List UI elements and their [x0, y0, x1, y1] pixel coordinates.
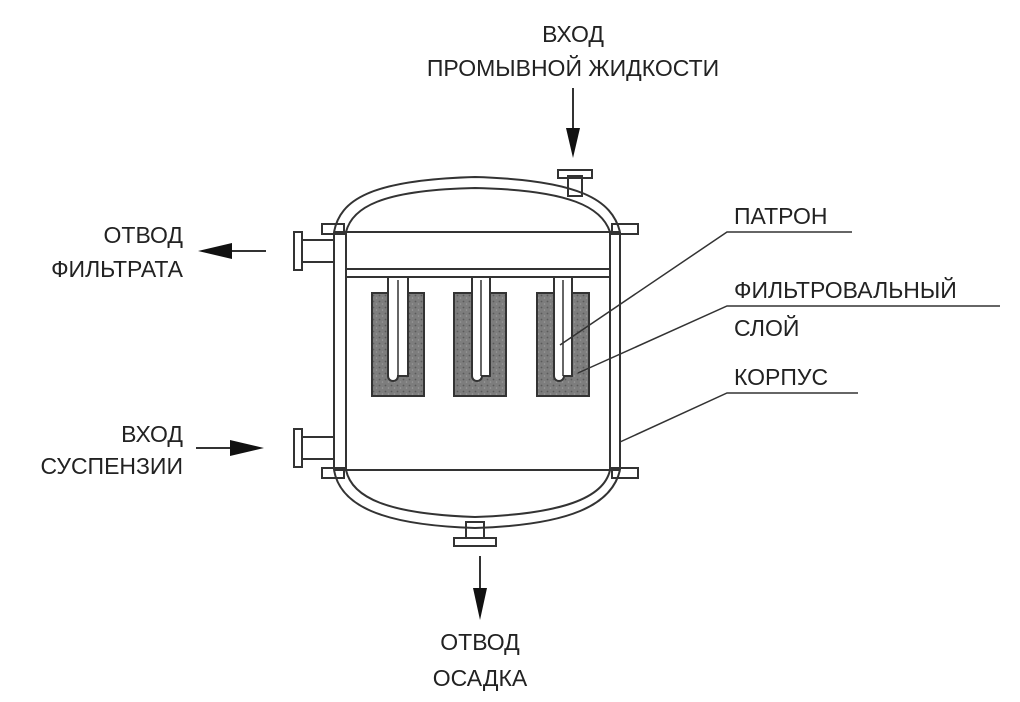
flow-arrows: [196, 88, 580, 620]
wash-inlet-label-line1: ВХОД: [542, 21, 604, 47]
arrow-wash-inlet: [566, 88, 580, 158]
filter-layer-label-line1: ФИЛЬТРОВАЛЬНЫЙ: [734, 276, 957, 303]
labels: ВХОД ПРОМЫВНОЙ ЖИДКОСТИ ОТВОД ФИЛЬТРАТА …: [40, 21, 956, 691]
cartridges: [387, 276, 573, 382]
arrow-suspension-inlet: [196, 440, 264, 456]
vessel-housing: [321, 175, 639, 530]
suspension-inlet-label-line2: СУСПЕНЗИИ: [40, 453, 183, 479]
wash-inlet-label-line2: ПРОМЫВНОЙ ЖИДКОСТИ: [427, 54, 719, 81]
filtrate-outlet-label-line2: ФИЛЬТРАТА: [51, 256, 184, 282]
arrow-sediment-outlet: [473, 556, 487, 620]
tube-sheet: [345, 268, 611, 278]
sediment-outlet-label-line1: ОТВОД: [440, 629, 520, 655]
top-nozzle: [557, 169, 593, 197]
filter-layer-label-line2: СЛОЙ: [734, 314, 799, 341]
suspension-inlet-label-line1: ВХОД: [121, 421, 183, 447]
cartridge-label: ПАТРОН: [734, 203, 827, 229]
leader-lines: [559, 231, 1000, 443]
bottom-nozzle: [453, 521, 497, 547]
housing-label: КОРПУС: [734, 364, 828, 390]
sediment-outlet-label-line2: ОСАДКА: [433, 665, 528, 691]
filtrate-outlet-label-line1: ОТВОД: [104, 222, 184, 248]
arrow-filtrate-outlet: [198, 243, 266, 259]
filtrate-nozzle: [293, 231, 334, 271]
suspension-nozzle: [293, 428, 334, 468]
